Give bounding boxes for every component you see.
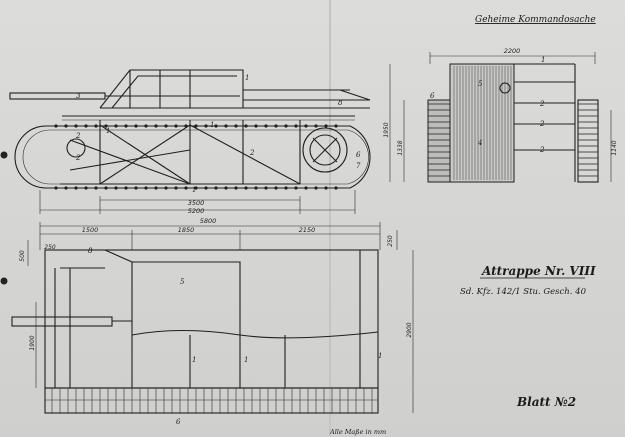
svg-text:1900: 1900 xyxy=(29,335,36,350)
svg-text:6: 6 xyxy=(356,151,361,159)
body-hatching xyxy=(453,66,512,180)
svg-text:5: 5 xyxy=(180,278,185,286)
front-view: 2200 5 4 6 1 2 2 2 1950 1338 1140 xyxy=(383,47,618,183)
svg-text:2: 2 xyxy=(539,120,545,128)
track-links xyxy=(54,124,338,190)
svg-text:8: 8 xyxy=(88,247,93,255)
track-bottom xyxy=(44,387,379,414)
svg-text:1500: 1500 xyxy=(82,226,99,234)
svg-text:1: 1 xyxy=(192,356,196,364)
idler-wheel xyxy=(66,138,86,158)
units-note: Alle Maße in mm xyxy=(329,428,386,436)
right-track xyxy=(577,99,599,183)
drive-wheel xyxy=(302,127,348,173)
svg-text:250: 250 xyxy=(387,235,394,247)
svg-text:2150: 2150 xyxy=(299,226,316,234)
svg-text:2900: 2900 xyxy=(406,322,413,337)
svg-text:5800: 5800 xyxy=(200,217,217,225)
svg-text:2: 2 xyxy=(539,100,545,108)
punch-hole-top xyxy=(0,151,8,159)
svg-text:2: 2 xyxy=(539,146,545,154)
svg-text:1850: 1850 xyxy=(178,226,195,234)
title-block: Attrappe Nr. VIII Sd. Kfz. 142/1 Stu. Ge… xyxy=(329,264,596,436)
svg-text:8: 8 xyxy=(338,99,343,107)
hull-outline xyxy=(44,249,379,389)
drawing-title: Attrappe Nr. VIII xyxy=(481,264,596,278)
left-track xyxy=(427,99,451,183)
svg-text:1: 1 xyxy=(106,127,110,135)
svg-text:7: 7 xyxy=(356,162,361,170)
svg-text:250: 250 xyxy=(44,244,56,251)
svg-text:2200: 2200 xyxy=(504,47,521,55)
punch-hole-bottom xyxy=(0,277,8,285)
svg-text:1950: 1950 xyxy=(383,122,390,137)
sheet-number: Blatt №2 xyxy=(516,395,576,409)
top-view: 5800 1500 1850 2150 250 500 250 1900 xyxy=(11,217,414,426)
svg-text:500: 500 xyxy=(19,250,26,262)
svg-text:5: 5 xyxy=(478,80,483,88)
svg-text:1: 1 xyxy=(244,356,248,364)
classification-label: Geheime Kommandosache xyxy=(475,15,596,25)
svg-text:5200: 5200 xyxy=(188,207,205,215)
svg-text:1: 1 xyxy=(541,56,545,64)
svg-text:1140: 1140 xyxy=(611,140,618,155)
svg-text:2: 2 xyxy=(75,154,81,162)
svg-text:4: 4 xyxy=(477,139,482,147)
gun-barrel-top xyxy=(11,316,113,327)
svg-text:1338: 1338 xyxy=(397,140,404,155)
svg-text:6: 6 xyxy=(430,92,435,100)
svg-text:2: 2 xyxy=(75,132,81,140)
svg-text:2: 2 xyxy=(249,149,255,157)
drawing-subtitle: Sd. Kfz. 142/1 Stu. Gesch. 40 xyxy=(460,287,587,297)
svg-text:3: 3 xyxy=(76,92,81,100)
svg-text:1: 1 xyxy=(245,74,249,82)
svg-text:1: 1 xyxy=(210,121,214,129)
track-outline xyxy=(14,125,371,189)
superstructure-frame xyxy=(99,69,244,109)
svg-text:3500: 3500 xyxy=(188,199,205,207)
svg-text:6: 6 xyxy=(176,418,181,426)
svg-text:1: 1 xyxy=(192,186,196,194)
side-view: 3 1 1 1 1 2 2 2 8 6 7 3500 5200 xyxy=(9,69,371,215)
svg-text:1: 1 xyxy=(378,352,382,360)
gun-barrel xyxy=(9,92,106,100)
